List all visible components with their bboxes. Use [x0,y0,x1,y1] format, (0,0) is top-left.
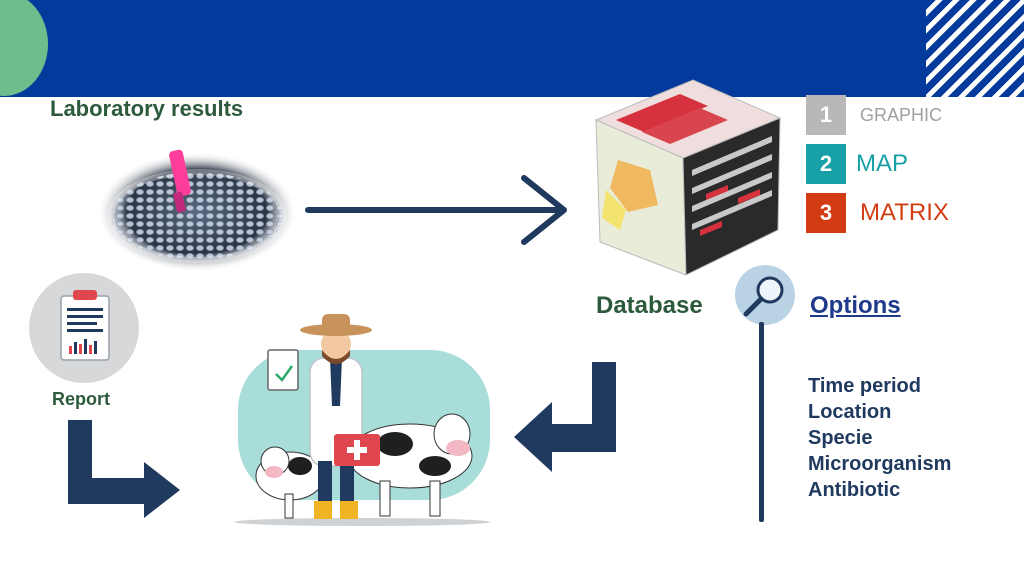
arrow-to-database [305,175,567,245]
filter-option-item[interactable]: Antibiotic [808,479,901,501]
filter-option-item[interactable]: Time period [808,375,921,397]
magnifier-icon [735,265,795,325]
output-option-graphic[interactable]: 1 GRAPHIC [806,95,942,135]
options-heading[interactable]: Options [810,292,901,319]
database-cube-icon [594,79,782,276]
option-label: GRAPHIC [860,104,943,125]
laboratory-results-label: Laboratory results [50,96,244,121]
option-label: MAP [856,150,909,177]
database-label: Database [596,292,703,319]
option-number-badge: 2 [806,144,846,184]
output-option-matrix[interactable]: 3 MATRIX [806,193,949,233]
filter-option-item[interactable]: Microorganism [808,453,952,475]
options-timeline-line [759,322,764,522]
filter-option-item[interactable]: Specie [808,427,873,449]
filter-option-item[interactable]: Location [808,401,892,423]
option-label: MATRIX [860,199,949,226]
header-banner [0,0,926,97]
arrow-database-to-vet [514,362,616,472]
lab-plate-illustration [97,149,297,272]
report-label: Report [52,389,110,409]
veterinarian-with-cows-illustration [234,314,490,526]
option-number-badge: 1 [806,95,846,135]
report-clipboard-icon [29,273,139,383]
arrow-report-to-vet [68,420,180,518]
filter-options-list: Time period Location Specie Microorganis… [808,373,951,503]
option-number-badge: 3 [806,193,846,233]
output-option-map[interactable]: 2 MAP [806,144,908,184]
striped-corner-decoration [926,0,1024,97]
